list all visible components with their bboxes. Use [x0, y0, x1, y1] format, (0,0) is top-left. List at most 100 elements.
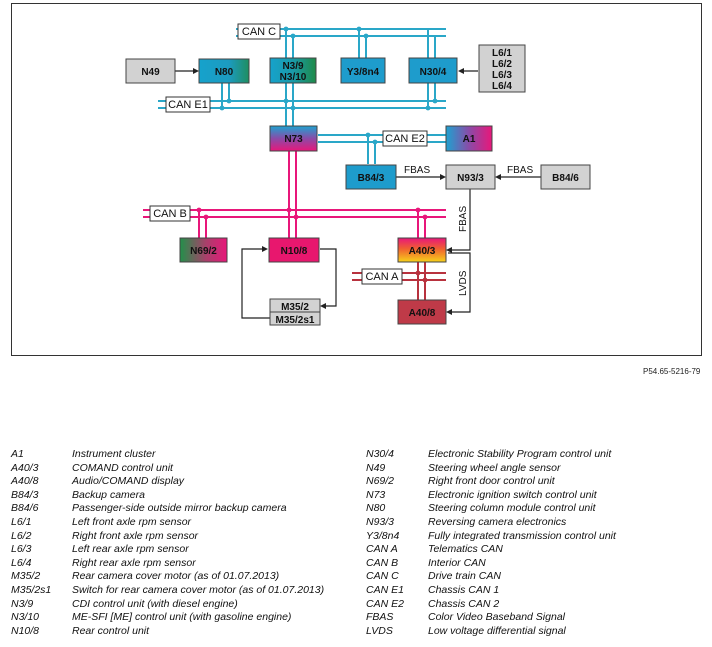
legend-description: Steering column module control unit	[428, 502, 596, 515]
legend-row: L6/1 Left front axle rpm sensor	[11, 516, 351, 530]
legend-row: L6/4 Right rear axle rpm sensor	[11, 557, 351, 571]
legend-code: B84/6	[11, 502, 39, 515]
legend-row: Y3/8n4 Fully integrated transmission cont…	[366, 530, 706, 544]
node-m35-2: M35/2 M35/2s1	[269, 298, 321, 326]
legend-code: N10/8	[11, 624, 40, 637]
legend-description: CDI control unit (with diesel engine)	[72, 597, 238, 610]
node-n80: N80	[198, 58, 250, 84]
legend-code: CAN E2	[366, 597, 404, 610]
node-a40-3: A40/3	[397, 237, 447, 263]
legend-code: LVDS	[366, 624, 393, 637]
svg-text:B84/3: B84/3	[358, 173, 385, 184]
legend-code: N80	[366, 502, 386, 515]
signal-label-fbas-1: FBAS	[404, 165, 430, 176]
svg-text:A40/8: A40/8	[409, 308, 436, 319]
legend-row: B84/6 Passenger-side outside mirror backu…	[11, 502, 351, 516]
legend-code: Y3/8n4	[366, 529, 400, 542]
legend-code: N30/4	[366, 448, 395, 460]
legend-description: Left rear axle rpm sensor	[72, 543, 189, 556]
legend-row: A40/3 COMAND control unit	[11, 462, 351, 476]
legend-code: CAN B	[366, 556, 399, 569]
signal-arrowheads	[193, 68, 501, 315]
bus-label-can-a: CAN A	[361, 268, 403, 285]
svg-text:N30/4: N30/4	[420, 67, 447, 78]
legend-description: Interior CAN	[428, 556, 486, 569]
legend-description: Right front axle rpm sensor	[72, 529, 199, 542]
legend-code: M35/2	[11, 570, 41, 583]
svg-text:CAN C: CAN C	[242, 26, 276, 38]
network-diagram: CAN C CAN E1 CAN E2 CAN B CAN A FBAS FBA…	[11, 3, 702, 356]
legend-row: N73 Electronic ignition switch control un…	[366, 489, 706, 503]
legend-description: Left front axle rpm sensor	[72, 515, 192, 528]
node-n69-2: N69/2	[179, 237, 228, 263]
legend-description: Instrument cluster	[72, 448, 156, 460]
legend-code: A40/3	[11, 461, 39, 474]
legend-row: L6/2 Right front axle rpm sensor	[11, 530, 351, 544]
svg-text:CAN A: CAN A	[365, 271, 399, 283]
legend-code: CAN A	[366, 543, 398, 556]
legend-description: Steering wheel angle sensor	[428, 461, 561, 474]
can-a-dots	[415, 270, 428, 283]
node-n49: N49	[125, 58, 176, 84]
node-n10-8: N10/8	[268, 237, 320, 263]
bus-label-can-e2: CAN E2	[382, 130, 428, 147]
legend-description: ME-SFI [ME] control unit (with gasoline …	[72, 611, 292, 624]
signal-label-fbas-3: FBAS	[458, 206, 469, 232]
svg-text:N49: N49	[141, 67, 160, 78]
legend-description: Right rear axle rpm sensor	[72, 556, 196, 569]
legend-code: CAN E1	[366, 583, 404, 596]
legend-row: A40/8 Audio/COMAND display	[11, 475, 351, 489]
legend-code: FBAS	[366, 611, 394, 624]
svg-text:N80: N80	[215, 67, 234, 78]
legend-code: L6/4	[11, 556, 32, 569]
legend-code: N73	[366, 488, 386, 501]
legend-code: L6/3	[11, 543, 32, 556]
legend-row: LVDS Low voltage differential signal	[366, 625, 706, 639]
n73-can-b-link	[288, 151, 297, 238]
node-l6-sensors: L6/1 L6/2 L6/3 L6/4	[478, 44, 526, 93]
node-a1: A1	[445, 125, 493, 152]
svg-text:N3/10: N3/10	[280, 72, 307, 83]
node-b84-3: B84/3	[345, 164, 397, 190]
signal-label-fbas-2: FBAS	[507, 165, 533, 176]
legend-code: L6/1	[11, 515, 32, 528]
signal-lines	[175, 70, 541, 319]
svg-text:N10/8: N10/8	[281, 246, 308, 257]
node-n30-4: N30/4	[408, 57, 458, 84]
figure-reference: P54.65-5216-79	[643, 367, 701, 376]
svg-text:CAN B: CAN B	[153, 208, 187, 220]
legend-row: CAN B Interior CAN	[366, 557, 706, 571]
legend-code: N3/9	[11, 597, 34, 610]
svg-text:N3/9: N3/9	[282, 61, 304, 72]
legend-description: Right front door control unit	[428, 475, 555, 488]
svg-text:L6/1: L6/1	[492, 48, 512, 59]
legend-code: A1	[11, 448, 24, 460]
legend-code: A40/8	[11, 475, 39, 488]
legend-description: Color Video Baseband Signal	[428, 611, 565, 624]
node-n93-3: N93/3	[445, 164, 496, 190]
legend-description: Rear camera cover motor (as of 01.07.201…	[72, 570, 280, 583]
svg-text:L6/3: L6/3	[492, 70, 512, 81]
legend-code: L6/2	[11, 529, 32, 542]
legend-description: Fully integrated transmission control un…	[428, 529, 616, 542]
legend-description: Electronic ignition switch control unit	[428, 488, 597, 501]
node-a40-8: A40/8	[397, 299, 447, 325]
legend-row: N80 Steering column module control unit	[366, 502, 706, 516]
legend-description: Passenger-side outside mirror backup cam…	[72, 502, 287, 515]
node-n73: N73	[269, 125, 318, 152]
legend-description: Audio/COMAND display	[72, 475, 185, 488]
legend-description: COMAND control unit	[72, 461, 173, 474]
legend-description: Low voltage differential signal	[428, 624, 566, 637]
legend-row: A1 Instrument cluster	[11, 448, 351, 462]
svg-text:N69/2: N69/2	[190, 246, 217, 257]
legend-row: M35/2 Rear camera cover motor (as of 01.0…	[11, 570, 351, 584]
